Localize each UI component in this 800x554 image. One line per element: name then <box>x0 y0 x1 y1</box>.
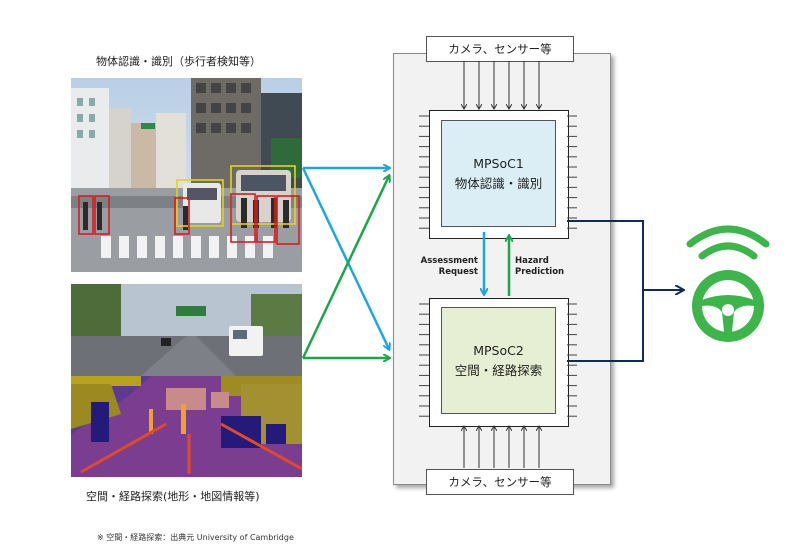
steering-wheel-wireless-icon <box>686 225 770 342</box>
hazard-label-line2: Prediction <box>515 267 565 277</box>
route-segmentation-photo <box>71 284 302 477</box>
hazard-label-line1: Hazard <box>515 256 549 266</box>
caption-space-route-search: 空間・経路探索(地形・地図情報等) <box>86 490 260 503</box>
output-line-mpsoc2 <box>567 290 644 362</box>
sensor-box-top: カメラ、センサー等 <box>426 36 574 62</box>
caption-object-recognition: 物体認識・識別（歩行者検知等） <box>96 55 261 68</box>
hazard-prediction-label: Hazard Prediction <box>515 256 564 278</box>
blue-arrow-to-mpsoc2 <box>301 167 389 349</box>
sensor-box-bottom: カメラ、センサー等 <box>426 469 574 495</box>
mpsoc1-name: MPSoC1 <box>473 155 524 171</box>
pedestrian-detection-photo <box>71 78 302 272</box>
green-arrow-to-mpsoc1 <box>301 176 389 359</box>
mpsoc1-function: 物体認識・識別 <box>454 175 543 191</box>
assessment-label-line2: Request <box>438 267 478 277</box>
mpsoc1-die: MPSoC1 物体認識・識別 <box>441 120 556 227</box>
assessment-label-line1: Assessment <box>420 256 478 266</box>
mpsoc2-die: MPSoC2 空間・経路探索 <box>441 307 556 414</box>
assessment-request-label: Assessment Request <box>421 256 478 278</box>
footnote-source: ※ 空間・経路探索：出典元 University of Cambridge <box>97 533 294 542</box>
output-line-mpsoc1 <box>567 220 644 290</box>
mpsoc2-function: 空間・経路探索 <box>454 362 543 378</box>
mpsoc2-name: MPSoC2 <box>473 342 524 358</box>
